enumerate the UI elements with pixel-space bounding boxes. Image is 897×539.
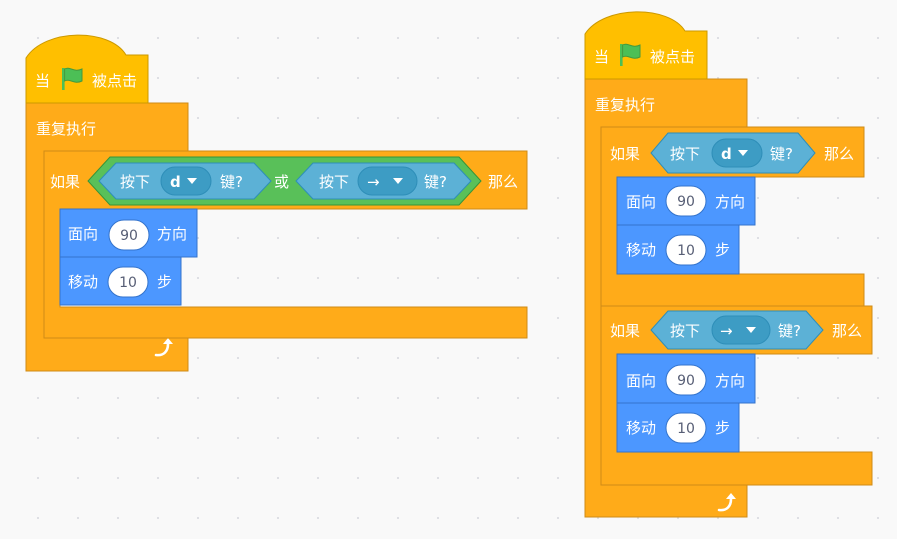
direction-value: 90 [120,228,138,244]
key-pressed-label: 按下 [319,173,349,191]
key-suffix-label: 键? [424,173,447,191]
or-label: 或 [274,173,289,191]
hat-when-label: 当 [594,48,609,66]
steps-value: 10 [677,421,695,437]
if-label: 如果 [610,145,640,163]
direction-input[interactable] [665,364,707,396]
dropdown-arrow-icon [187,178,197,184]
point-label: 面向 [626,372,656,390]
key-dropdown-value: → [367,173,380,191]
dropdown-arrow-icon [738,150,748,156]
steps-input[interactable] [107,266,149,298]
then-label: 那么 [488,173,518,191]
key-pressed-label: 按下 [670,322,700,340]
steps-value: 10 [677,243,695,259]
key-suffix-label: 键? [778,322,801,340]
point-suffix: 方向 [715,372,745,390]
hat-clicked-label: 被点击 [650,48,695,66]
key-pressed-label: 按下 [670,145,700,163]
loop-arrow-icon [154,338,173,357]
move-suffix: 步 [715,419,730,437]
move-suffix: 步 [157,273,172,291]
steps-input[interactable] [665,234,707,266]
key-dropdown-value: d [170,173,181,191]
key-dropdown[interactable] [160,166,212,196]
steps-value: 10 [119,275,137,291]
when-flag-clicked-block[interactable] [25,34,149,104]
key-dropdown[interactable] [711,138,763,168]
point-suffix: 方向 [715,193,745,211]
then-label: 那么 [824,145,854,163]
when-flag-clicked-block[interactable] [584,11,708,80]
if-label: 如果 [50,173,80,191]
key-dropdown[interactable] [357,166,418,196]
hat-when-label: 当 [35,72,50,90]
direction-value: 90 [677,194,695,210]
point-label: 面向 [68,225,98,243]
direction-input[interactable] [665,185,707,217]
move-label: 移动 [626,241,656,259]
key-pressed-label: 按下 [120,173,150,191]
steps-input[interactable] [665,412,707,444]
forever-label: 重复执行 [595,96,655,114]
key-dropdown-value: → [720,322,733,340]
dropdown-arrow-icon [393,178,403,184]
green-flag-icon [620,43,641,66]
point-label: 面向 [626,193,656,211]
direction-value: 90 [677,373,695,389]
script-1[interactable]: 重复执行 如果 那么 或 按下 d 键? 按下 → 键? 面向 90 方向 [25,34,528,372]
then-label: 那么 [832,322,862,340]
forever-label: 重复执行 [36,120,96,138]
dropdown-arrow-icon [746,327,756,333]
key-dropdown[interactable] [711,315,771,345]
key-dropdown-value: d [721,145,732,163]
direction-input[interactable] [108,219,150,251]
move-suffix: 步 [715,241,730,259]
move-label: 移动 [68,273,98,291]
loop-arrow-icon [717,493,736,512]
key-suffix-label: 键? [220,173,243,191]
script-2[interactable]: 重复执行 如果 那么 按下 d 键? 面向 90 方向 移动 10 步 如果 那… [584,11,873,518]
point-suffix: 方向 [157,225,187,243]
if-label: 如果 [610,322,640,340]
move-label: 移动 [626,419,656,437]
key-suffix-label: 键? [770,145,793,163]
green-flag-icon [62,67,83,90]
hat-clicked-label: 被点击 [92,72,137,90]
